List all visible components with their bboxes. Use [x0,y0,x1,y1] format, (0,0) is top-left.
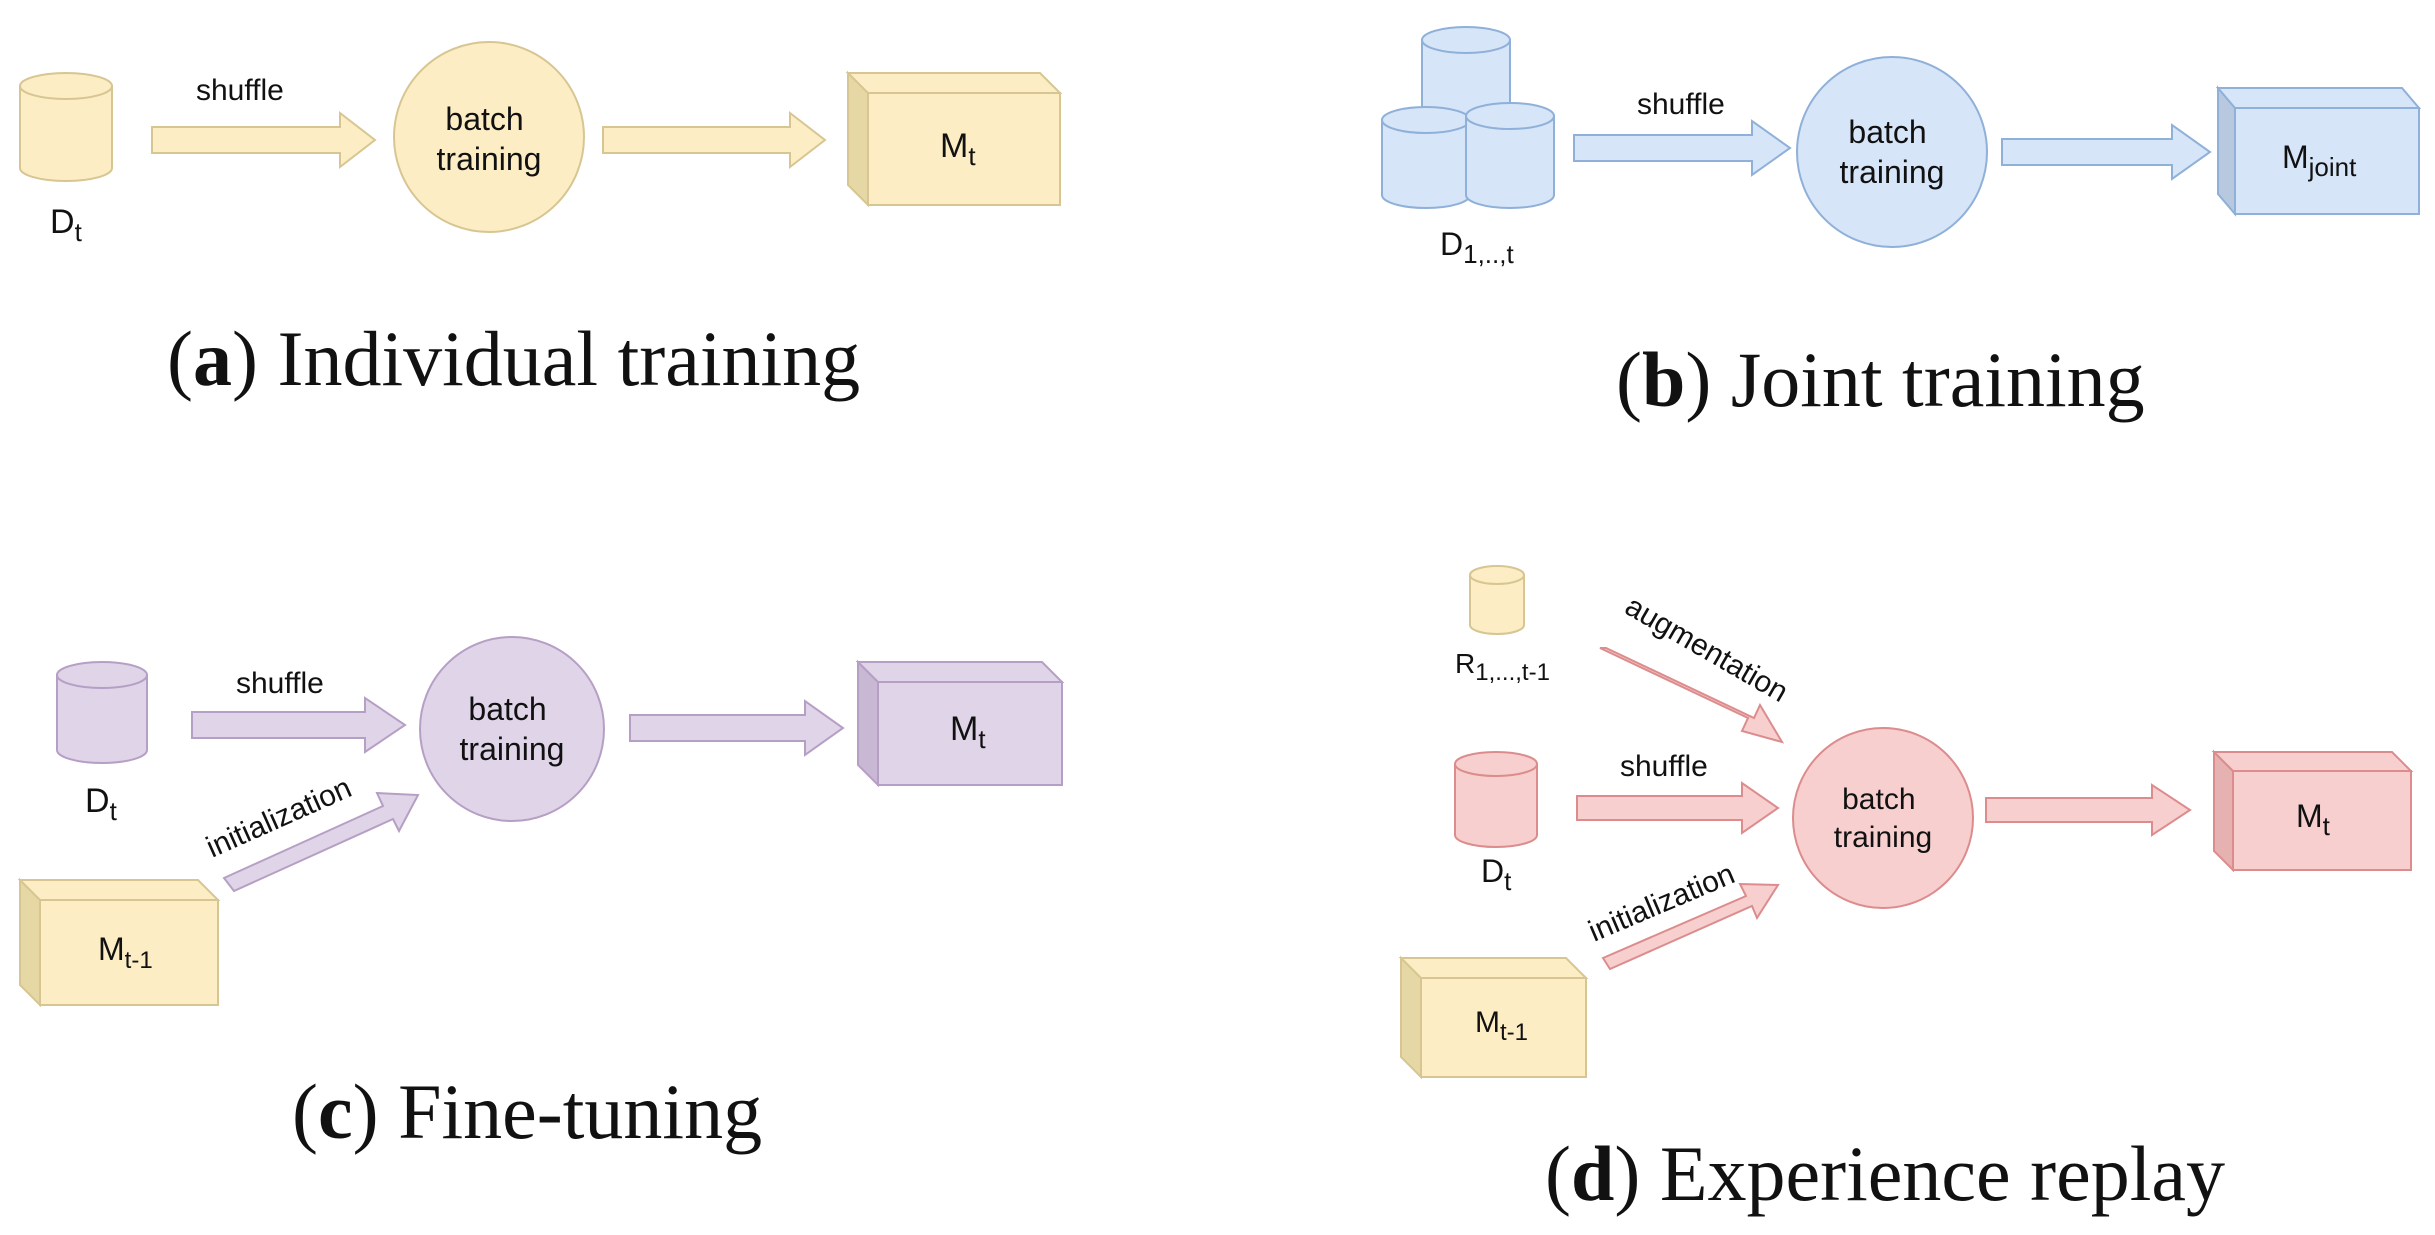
replay-label: R1,...,t-1 [1455,648,1550,686]
batch-training-node [1792,727,1974,909]
batch-training-node [1796,56,1988,248]
shuffle-arrow [151,110,377,170]
replay-cylinder [1469,565,1525,635]
model-label: Mjoint [2282,139,2357,182]
model-label: Mt [2296,798,2331,841]
model-label: Mt [940,127,976,171]
shuffle-label: shuffle [1620,750,1708,783]
dataset-cylinder [19,72,113,182]
output-arrow [629,699,845,757]
augmentation-label: augmentation [1620,589,1794,708]
previous-model-label: Mt-1 [1475,1006,1528,1046]
model-box [2215,85,2422,217]
previous-model-label: Mt-1 [98,931,153,974]
batch-training-node [393,41,585,233]
output-arrow [1985,783,2192,837]
panel-a-individual-training: Dt shuffle batch training Mt (a) Individ… [19,41,1063,402]
shuffle-label: shuffle [196,74,284,107]
batch-training-label: batch training [437,101,542,177]
model-label: Mt [950,710,986,754]
initialization-arrow [1601,882,1780,971]
panel-b-joint-training: D1,..,t shuffle batch training Mjoint (b… [1381,26,2422,423]
output-arrow [602,110,827,170]
output-arrow [2001,123,2212,181]
dataset-label: D1,..,t [1440,226,1514,269]
augmentation-arrow [1599,647,1785,744]
batch-training-label: batch training [1834,783,1932,854]
dataset-label: Dt [50,203,83,247]
previous-model-box [1398,955,1589,1080]
model-box [845,70,1063,208]
batch-training-label: batch training [460,691,565,767]
caption-a: (a) Individual training [167,315,860,402]
initialization-arrow [222,791,420,893]
initialization-label: initialization [201,771,356,864]
shuffle-arrow [1576,781,1780,835]
shuffle-arrow [191,696,407,754]
dataset-label: Dt [85,782,118,826]
model-box [855,659,1065,788]
batch-training-node [419,636,605,822]
dataset-cylinder [1465,102,1555,209]
dataset-cylinder [1454,751,1538,848]
shuffle-label: shuffle [1637,88,1725,121]
model-box [2211,749,2414,873]
dataset-cylinder [1381,106,1471,209]
shuffle-arrow [1573,119,1792,177]
caption-b: (b) Joint training [1616,336,2145,423]
dataset-stack [1381,26,1555,209]
previous-model-box [17,877,221,1008]
dataset-cylinder [56,661,148,764]
caption-d: (d) Experience replay [1545,1130,2225,1217]
caption-c: (c) Fine-tuning [292,1068,762,1155]
dataset-label: Dt [1481,853,1512,896]
batch-training-label: batch training [1840,114,1945,190]
panel-d-experience-replay: R1,...,t-1 augmentation Dt shuffle initi… [1398,565,2414,1217]
panel-c-fine-tuning: Dt shuffle initialization batch training… [17,636,1065,1155]
shuffle-label: shuffle [236,667,324,700]
